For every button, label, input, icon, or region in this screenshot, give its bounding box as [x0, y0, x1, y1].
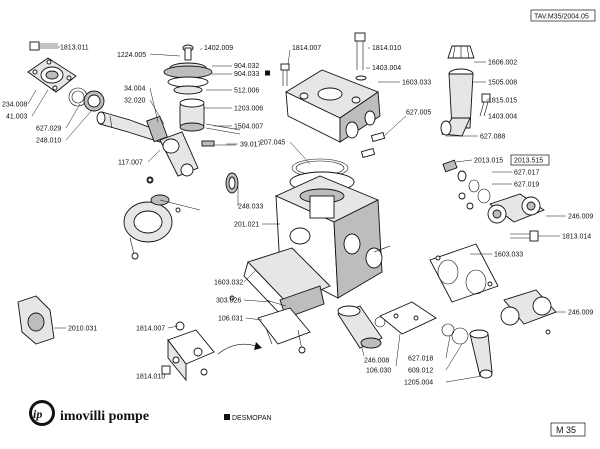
label-1813-014: 1813.014	[562, 234, 591, 241]
label-1814-010-bottom: 1814.010	[136, 374, 165, 381]
legend-marker-icon	[224, 414, 230, 420]
manifold-cap	[447, 45, 475, 59]
label-1403-004-right: 1403.004	[488, 114, 517, 121]
piston-246-008	[337, 305, 386, 349]
connecting-rod	[146, 131, 199, 184]
cylinder-head-246-009-top	[487, 193, 545, 224]
desmopan-cover	[17, 295, 55, 345]
bracket-106-030	[379, 301, 437, 335]
bolt-1813-014	[510, 230, 539, 242]
valve-head-block	[285, 69, 381, 143]
label-201-021: 201.021	[234, 222, 259, 229]
bolt-1814-007-top	[280, 63, 290, 86]
crankshaft	[96, 111, 168, 143]
label-117-007: 117.007	[118, 160, 143, 167]
label-1224-005: 1224.005	[117, 52, 146, 59]
label-248-010: 248.010	[36, 138, 61, 145]
label-1603-033-top: 1603.033	[402, 80, 431, 87]
footer: ip imovilli pompe DESMOPAN M 35	[29, 400, 586, 437]
page-code: M 35	[556, 425, 576, 435]
eccentric-disc-assembly	[123, 194, 201, 260]
elbow-fitting	[441, 323, 493, 379]
desmopan-marker-icon	[265, 70, 270, 76]
reference-code: TAV.M35/2004.05	[534, 14, 589, 21]
label-609-012: 609.012	[408, 368, 433, 375]
leader-lines	[27, 46, 566, 383]
label-1205-004: 1205.004	[404, 380, 433, 387]
label-1403-004-top: 1403.004	[372, 65, 401, 72]
label-1504-007: 1504.007	[234, 124, 263, 131]
label-32-020: 32.020	[124, 98, 146, 105]
label-1203-006: 1203.006	[234, 106, 263, 113]
bearing-cover-flange	[27, 57, 77, 93]
legend-text: DESMOPAN	[232, 415, 272, 422]
label-1603-033-bottom: 1603.033	[494, 252, 523, 259]
page-code-box	[550, 422, 586, 437]
valve-gaskets	[360, 131, 386, 159]
label-39-017: 39.017	[240, 142, 262, 149]
label-1603-032: 1603.032	[214, 280, 243, 287]
bolt-1814-010-top	[354, 32, 367, 81]
label-106-031: 106.031	[218, 316, 243, 323]
seal-rings-left	[68, 87, 105, 112]
label-1814-007-bottom: 1814.007	[136, 326, 165, 333]
label-627-029: 627.029	[36, 126, 61, 133]
label-627-019: 627.019	[514, 182, 539, 189]
label-34-004: 34.004	[124, 86, 146, 93]
bolt-1813-011	[29, 41, 58, 51]
label-904-032: 904.032	[234, 63, 259, 70]
label-2013-015: 2013.015	[474, 158, 503, 165]
label-627-088: 627.088	[480, 134, 505, 141]
label-512-006: 512.006	[234, 88, 259, 95]
label-2013-515: 2013.515	[514, 158, 543, 165]
valve-cap-stack	[163, 44, 213, 95]
brand-logo: ip	[29, 400, 55, 426]
cylinder-head-246-009-bottom	[500, 289, 557, 335]
label-1813-011: 1813.011	[60, 45, 89, 52]
label-41-003: 41.003	[6, 114, 28, 121]
bearing-ring-248-033	[225, 172, 239, 194]
mini-valve-assembly	[161, 321, 215, 382]
piston-assembly	[179, 98, 241, 147]
label-627-017: 627.017	[514, 170, 539, 177]
label-2010-031: 2010.031	[68, 326, 97, 333]
bracket-106-031	[257, 307, 311, 354]
reference-code-box: TAV.M35/2004.05	[530, 9, 596, 22]
label-106-030: 106.030	[366, 368, 391, 375]
label-1814-010-top: 1814.010	[372, 45, 401, 52]
label-246-008: 246.008	[364, 358, 389, 365]
label-1815-015: 1815.015	[488, 98, 517, 105]
label-207-045: 207.045	[260, 140, 285, 147]
label-2013-515-box	[510, 154, 550, 166]
label-246-009-bottom: 246.009	[568, 310, 593, 317]
label-1814-007-top: 1814.007	[292, 45, 321, 52]
gasket-plate-1603-033	[429, 243, 499, 303]
direction-arrow	[217, 342, 262, 355]
screw-1815-015	[479, 93, 491, 117]
label-1606-002: 1606.002	[488, 60, 517, 67]
label-904-033: 904.033	[234, 71, 259, 78]
label-1402-009: 1402.009	[204, 45, 233, 52]
label-627-018: 627.018	[408, 356, 433, 363]
label-234-008: 234.008	[2, 102, 27, 109]
logo-mark-text: ip	[33, 407, 42, 421]
brand-name: imovilli pompe	[60, 409, 149, 424]
label-246-009-top: 246.009	[568, 214, 593, 221]
label-303-026: 303.026	[216, 298, 241, 305]
pressure-fitting	[442, 159, 491, 210]
misc-washers	[147, 177, 235, 301]
manifold-pipe	[440, 68, 474, 137]
label-248-033: 248.033	[238, 204, 263, 211]
label-627-005: 627.005	[406, 110, 431, 117]
part-labels: 1813.011 1224.005 1402.009 904.032 904.0…	[2, 45, 593, 387]
label-1505-008: 1505.008	[488, 80, 517, 87]
